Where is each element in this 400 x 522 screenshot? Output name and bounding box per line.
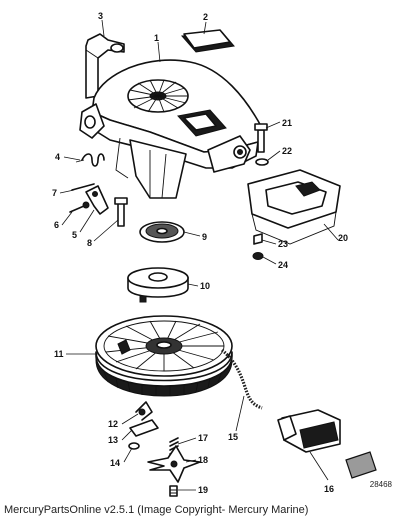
part-8-bolt (114, 197, 128, 227)
part-22-washer (255, 158, 269, 166)
part-23-nut (253, 233, 263, 245)
label-10: 10 (200, 281, 210, 291)
part-labels: 1 2 3 4 5 6 7 8 9 10 11 12 13 14 15 16 1… (52, 11, 348, 495)
part-21-bolt (254, 123, 268, 153)
footer-bar: 28468 MercuryPartsOnline v2.5.1 (Image C… (0, 480, 400, 522)
part-3-lever (85, 33, 125, 99)
label-24: 24 (278, 260, 288, 270)
part-16-rope-handle (277, 409, 377, 479)
leader-lines (59, 19, 339, 491)
label-21: 21 (282, 118, 292, 128)
label-1: 1 (154, 33, 159, 43)
part-15-rope (220, 348, 263, 410)
copyright-caption: MercuryPartsOnline v2.5.1 (Image Copyrig… (4, 504, 309, 516)
part-14-washer (128, 442, 140, 450)
label-6: 6 (54, 220, 59, 230)
part-20-bracket (247, 169, 341, 245)
label-5: 5 (72, 230, 77, 240)
part-7-pin (71, 183, 95, 191)
drawing-number: 28468 (369, 480, 392, 489)
label-17: 17 (198, 433, 208, 443)
label-14: 14 (110, 458, 120, 468)
part-4-spring (75, 153, 105, 167)
label-2: 2 (203, 12, 208, 22)
part-10-hub (127, 267, 189, 303)
exploded-parts-diagram: 1 2 3 4 5 6 7 8 9 10 11 12 13 14 15 16 1… (52, 11, 377, 497)
label-15: 15 (228, 432, 238, 442)
label-7: 7 (52, 188, 57, 198)
label-4: 4 (55, 152, 60, 162)
label-9: 9 (202, 232, 207, 242)
label-3: 3 (98, 11, 103, 21)
label-16: 16 (324, 484, 334, 494)
label-8: 8 (87, 238, 92, 248)
part-19-screw (169, 485, 178, 497)
label-18: 18 (198, 455, 208, 465)
part-24-nut (252, 252, 264, 260)
label-13: 13 (108, 435, 118, 445)
part-11-pulley (95, 315, 233, 397)
part-12-clip (135, 401, 153, 421)
label-23: 23 (278, 239, 288, 249)
label-22: 22 (282, 146, 292, 156)
label-11: 11 (54, 349, 64, 359)
part-9-cam (139, 221, 185, 243)
part-6-screw (69, 201, 90, 213)
part-1-starter-housing (79, 59, 263, 199)
part-17-spring (169, 437, 179, 455)
part-18-star-cam (147, 445, 201, 483)
part-5-pawl (85, 185, 109, 215)
label-20: 20 (338, 233, 348, 243)
label-12: 12 (108, 419, 118, 429)
part-2-pad (180, 29, 235, 53)
label-19: 19 (198, 485, 208, 495)
part-13-link (129, 419, 159, 437)
